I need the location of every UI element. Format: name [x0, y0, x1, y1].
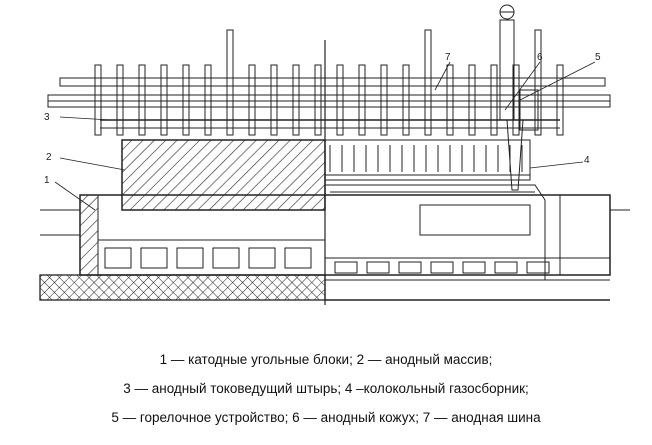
stud	[138, 64, 146, 136]
gas-collector-bell	[325, 184, 546, 280]
cathode-shell	[40, 194, 630, 276]
stud	[468, 64, 476, 136]
cathode-block	[284, 247, 312, 269]
label-7: 7	[445, 52, 451, 63]
caption-line-3: 5 — горелочное устройство; 6 — анодный к…	[111, 410, 541, 425]
callout-numbers: 1 2 3 4 5 6 7	[44, 52, 601, 186]
stud	[182, 64, 190, 136]
cathode-block	[494, 261, 518, 274]
electrolyzer-drawing: 1 2 3 4 5 6 7	[39, 4, 630, 305]
label-leaders	[54, 61, 596, 211]
caption-line-1: 1 — катодные угольные блоки; 2 — анодный…	[159, 352, 493, 367]
stud	[358, 64, 366, 136]
label-2: 2	[46, 152, 52, 163]
cathode-block	[104, 247, 132, 269]
burner-device	[499, 4, 539, 191]
stud	[226, 29, 234, 136]
label-3: 3	[44, 112, 50, 123]
cathode-block	[140, 247, 168, 269]
stud	[336, 64, 344, 136]
stud	[292, 64, 300, 136]
busbar-rails	[47, 77, 611, 129]
label-4: 4	[584, 155, 590, 166]
stud	[512, 64, 520, 136]
stud	[270, 64, 278, 136]
stud	[380, 64, 388, 136]
cathode-block	[398, 261, 422, 274]
caption-line-2: 3 — анодный токоведущий штырь; 4 –колоко…	[123, 381, 529, 396]
stud	[248, 64, 256, 136]
label-5: 5	[595, 52, 601, 63]
cathode-block	[334, 261, 358, 274]
cathode-block	[430, 261, 454, 274]
stud	[94, 64, 102, 136]
cathode-block	[248, 247, 276, 269]
stud	[424, 29, 432, 136]
cathode-block	[462, 261, 486, 274]
stud	[534, 29, 542, 136]
stud	[314, 64, 322, 136]
label-6: 6	[537, 52, 543, 63]
stud	[446, 64, 454, 136]
stud	[204, 64, 212, 136]
cathode-block	[526, 261, 550, 274]
foundation	[39, 274, 610, 301]
anode-mass	[121, 139, 531, 211]
cathode-block	[366, 261, 390, 274]
label-1: 1	[44, 175, 50, 186]
stud	[116, 64, 124, 136]
stud	[490, 64, 498, 136]
cathode-block	[212, 247, 240, 269]
stud	[556, 64, 564, 136]
stud	[402, 64, 410, 136]
stud	[160, 64, 168, 136]
cathode-block	[176, 247, 204, 269]
current-studs	[94, 29, 564, 136]
